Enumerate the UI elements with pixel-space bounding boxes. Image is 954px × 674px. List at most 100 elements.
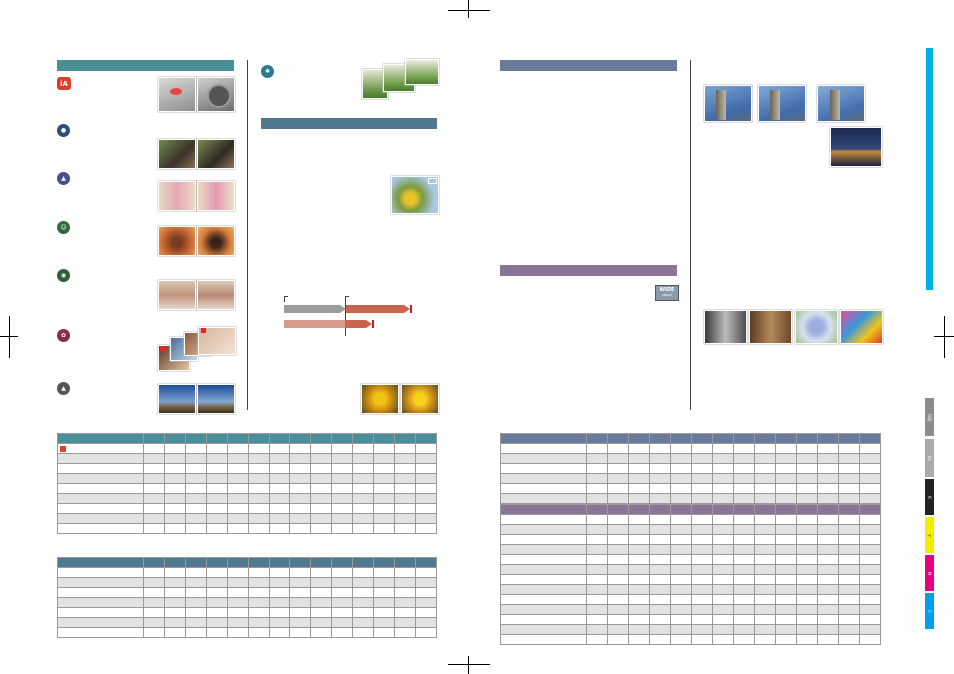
table-cell <box>247 577 270 588</box>
table-cell <box>226 567 249 578</box>
table-cell <box>268 513 291 524</box>
table-cell <box>414 433 438 444</box>
table-cell <box>268 617 291 628</box>
table-cell <box>414 587 438 598</box>
side-tab-k: K <box>925 479 934 515</box>
table-cell <box>414 463 438 474</box>
table-cell <box>607 584 629 595</box>
table-cell <box>205 463 228 474</box>
table-cell <box>754 634 776 645</box>
table-cell <box>394 463 416 474</box>
table-row <box>57 513 438 524</box>
table-cell <box>796 514 818 525</box>
yellow-flower-photo-b <box>401 384 439 414</box>
table-cell <box>414 607 438 618</box>
table-cell <box>205 483 228 494</box>
table-cell <box>670 493 692 504</box>
table-cell <box>859 574 881 585</box>
table-cell <box>184 523 207 534</box>
table-cell <box>607 524 629 535</box>
table-cell <box>331 523 354 534</box>
table-cell <box>670 463 692 474</box>
table-cell <box>289 567 312 578</box>
sequence-mode-icon: ✱ <box>261 65 274 78</box>
wide-angle-icon: WIDE ANGLE <box>655 285 679 301</box>
table-cell <box>649 493 671 504</box>
table-row <box>500 544 881 555</box>
table-cell <box>226 513 249 524</box>
table-cell <box>247 473 270 484</box>
table-cell <box>859 624 881 635</box>
table-cell <box>670 504 692 515</box>
table-cell <box>373 433 396 444</box>
table-cell <box>310 557 333 568</box>
table-cell <box>310 493 333 504</box>
table-cell <box>586 614 608 625</box>
table-cell <box>691 584 713 595</box>
table-cell <box>796 604 818 615</box>
table-cell <box>775 463 797 474</box>
table-cell <box>414 483 438 494</box>
table-cell <box>733 473 755 484</box>
row-label-cell <box>57 433 144 444</box>
table-cell <box>733 524 755 535</box>
tower-photo-a <box>704 85 752 122</box>
table-cell <box>607 614 629 625</box>
table-cell <box>691 564 713 575</box>
table-row <box>500 483 881 494</box>
table-cell <box>775 594 797 605</box>
table-cell <box>859 473 881 484</box>
yellow-flower-photo-a <box>361 384 399 414</box>
table-cell <box>143 433 165 444</box>
side-tab-y: Y <box>925 517 934 553</box>
gray-arrow <box>284 305 346 313</box>
table-cell <box>712 544 734 555</box>
table-cell <box>268 607 291 618</box>
table-cell <box>394 513 416 524</box>
table-cell <box>163 567 186 578</box>
table-cell <box>838 504 860 515</box>
table-cell <box>163 627 186 638</box>
row-label-cell <box>500 504 587 515</box>
table-row <box>500 594 881 605</box>
table-cell <box>226 597 249 608</box>
table-row <box>57 483 438 494</box>
table-cell <box>268 557 291 568</box>
row-label-cell <box>500 614 587 625</box>
table-cell <box>775 493 797 504</box>
table-cell <box>394 503 416 514</box>
table-cell <box>712 624 734 635</box>
table-cell <box>712 584 734 595</box>
table-cell <box>143 473 165 484</box>
table-cell <box>649 534 671 545</box>
table-cell <box>607 433 629 444</box>
table-cell <box>649 584 671 595</box>
table-cell <box>289 493 312 504</box>
table-cell <box>733 463 755 474</box>
table-cell <box>586 504 608 515</box>
pink-red-arrow <box>284 320 374 328</box>
table-row <box>57 503 438 514</box>
section-header-bar-teal <box>57 60 234 71</box>
table-cell <box>586 574 608 585</box>
table-cell <box>775 473 797 484</box>
table-cell <box>163 503 186 514</box>
table-cell <box>859 483 881 494</box>
table-cell <box>649 443 671 454</box>
table-cell <box>394 557 416 568</box>
table-cell <box>607 504 629 515</box>
table-cell <box>373 557 396 568</box>
tower-photo-c <box>817 85 865 122</box>
table-header-row <box>500 504 881 515</box>
table-cell <box>184 443 207 454</box>
table-row <box>57 453 438 464</box>
table-cell <box>817 524 839 535</box>
row-label-cell <box>57 577 144 588</box>
table-cell <box>775 453 797 464</box>
table-cell <box>775 544 797 555</box>
table-cell <box>670 624 692 635</box>
table-cell <box>289 453 312 464</box>
table-cell <box>691 614 713 625</box>
table-cell <box>607 453 629 464</box>
table-cell <box>628 493 650 504</box>
